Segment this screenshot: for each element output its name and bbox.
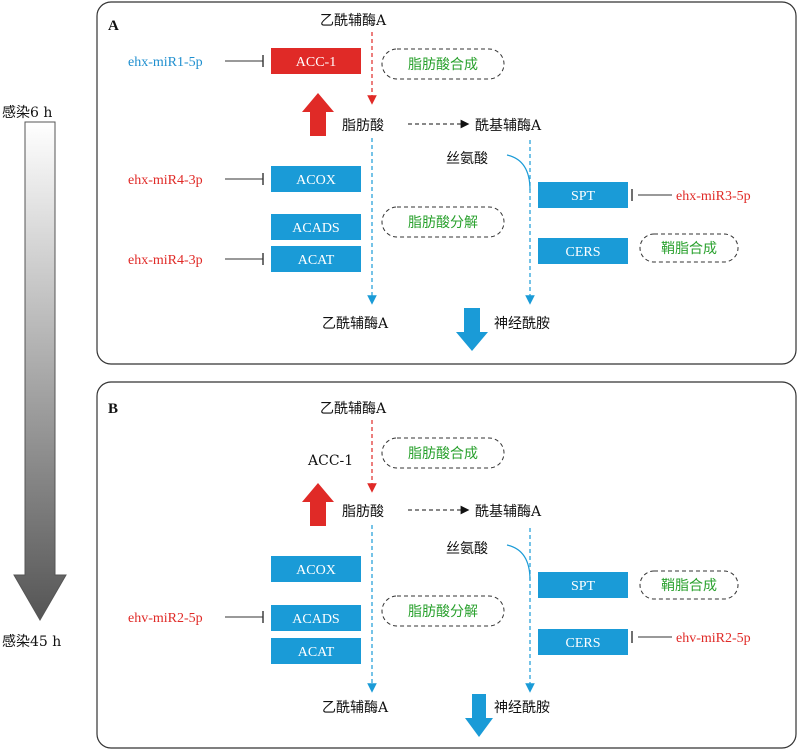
panel-b-acat-label: ACAT	[298, 645, 335, 660]
panel-a-acads-label: ACADS	[292, 221, 339, 236]
panel-a-serine: 丝氨酸	[446, 151, 488, 167]
timeline-start-label: 感染6 h	[2, 104, 52, 121]
panel-b-fa-synthesis-label: 脂肪酸合成	[408, 446, 478, 462]
panel-b-acc1-label: ACC-1	[307, 453, 353, 469]
panel-b-sphingo-oval	[639, 570, 739, 600]
panel-a-fatty-acid: 脂肪酸	[342, 118, 384, 134]
panel-a-downregulation-arrow	[456, 308, 488, 351]
panel-a-acc1-label: ACC-1	[296, 55, 336, 70]
panel-b-acetyl-coa-top: 乙酰辅酶A	[320, 401, 387, 417]
panel-a-ceramide: 神经酰胺	[494, 316, 550, 332]
panel-b-fatty-acid: 脂肪酸	[342, 504, 384, 520]
panel-a-fa-synthesis-label: 脂肪酸合成	[408, 57, 478, 73]
panel-b-acox-label: ACOX	[296, 563, 336, 578]
panel-b-fa-synthesis-oval	[381, 437, 505, 469]
panel-b-frame	[96, 381, 797, 749]
panel-b-sphingo-label: 鞘脂合成	[661, 578, 717, 594]
panel-b-cers-box	[538, 629, 628, 655]
panel-b-fa-degradation-oval	[381, 595, 505, 627]
panel-b-spt-label: SPT	[571, 579, 596, 594]
panel-b: B 乙酰辅酶A ACC-1 脂肪酸合成 脂肪酸 酰基辅酶A 丝氨酸 ACOX S…	[96, 381, 797, 749]
panel-a-sphingo-label: 鞘脂合成	[661, 241, 717, 257]
panel-a-spt-label: SPT	[571, 189, 596, 204]
panel-b-acox-box	[271, 556, 361, 582]
panel-a-acetyl-coa-top: 乙酰辅酶A	[320, 13, 387, 29]
panel-b-acads-box	[271, 605, 361, 631]
panel-b-acat-box	[271, 638, 361, 664]
panel-b-ceramide: 神经酰胺	[494, 700, 550, 716]
panel-a-acc1-box	[271, 48, 361, 74]
panel-a-frame	[96, 1, 797, 365]
timeline-arrow	[13, 121, 67, 621]
panel-a-upregulation-arrow	[302, 93, 334, 136]
panel-b-cers-label: CERS	[565, 636, 600, 651]
panel-b-fa-degradation-label: 脂肪酸分解	[408, 604, 478, 620]
panel-a-spt-box	[538, 182, 628, 208]
panel-b-acetyl-coa-bottom: 乙酰辅酶A	[322, 700, 389, 716]
panel-a-mir1-label: ehx-miR1-5p	[128, 55, 203, 70]
panel-b-acyl-coa: 酰基辅酶A	[475, 503, 542, 520]
panel-a: A 乙酰辅酶A ACC-1 ehx-miR1-5p 脂肪酸合成 脂肪酸 酰基辅酶…	[96, 1, 797, 365]
panel-b-upregulation-arrow	[302, 483, 334, 526]
timeline-end-label: 感染45 h	[2, 633, 61, 650]
panel-a-acyl-coa: 酰基辅酶A	[475, 117, 542, 134]
panel-b-mir2-label: ehv-miR2-5p	[128, 611, 203, 626]
panel-b-spt-box	[538, 572, 628, 598]
panel-a-acetyl-coa-bottom: 乙酰辅酶A	[322, 316, 389, 332]
panel-b-downregulation-arrow	[465, 694, 493, 737]
panel-a-acads-box	[271, 214, 361, 240]
panel-a-label: A	[108, 18, 119, 34]
panel-a-mir4-label: ehx-miR4-3p	[128, 173, 203, 188]
panel-a-cers-label: CERS	[565, 245, 600, 260]
panel-a-mir3-label: ehx-miR3-5p	[676, 189, 751, 204]
panel-a-sphingo-oval	[639, 233, 739, 263]
panel-a-fa-synthesis-oval	[381, 48, 505, 80]
panel-b-acads-label: ACADS	[292, 612, 339, 627]
panel-a-acat-label: ACAT	[298, 253, 335, 268]
panel-a-mir4b-label: ehx-miR4-3p	[128, 253, 203, 268]
panel-a-fa-degradation-oval	[381, 206, 505, 238]
panel-b-mir2b-label: ehv-miR2-5p	[676, 631, 751, 646]
panel-a-cers-box	[538, 238, 628, 264]
panel-b-label: B	[108, 401, 118, 417]
panel-b-serine-curve	[506, 544, 531, 581]
panel-a-acox-box	[271, 166, 361, 192]
panel-a-acox-label: ACOX	[296, 173, 336, 188]
panel-a-acat-box	[271, 246, 361, 272]
panel-a-fa-degradation-label: 脂肪酸分解	[408, 215, 478, 231]
panel-b-serine: 丝氨酸	[446, 541, 488, 557]
